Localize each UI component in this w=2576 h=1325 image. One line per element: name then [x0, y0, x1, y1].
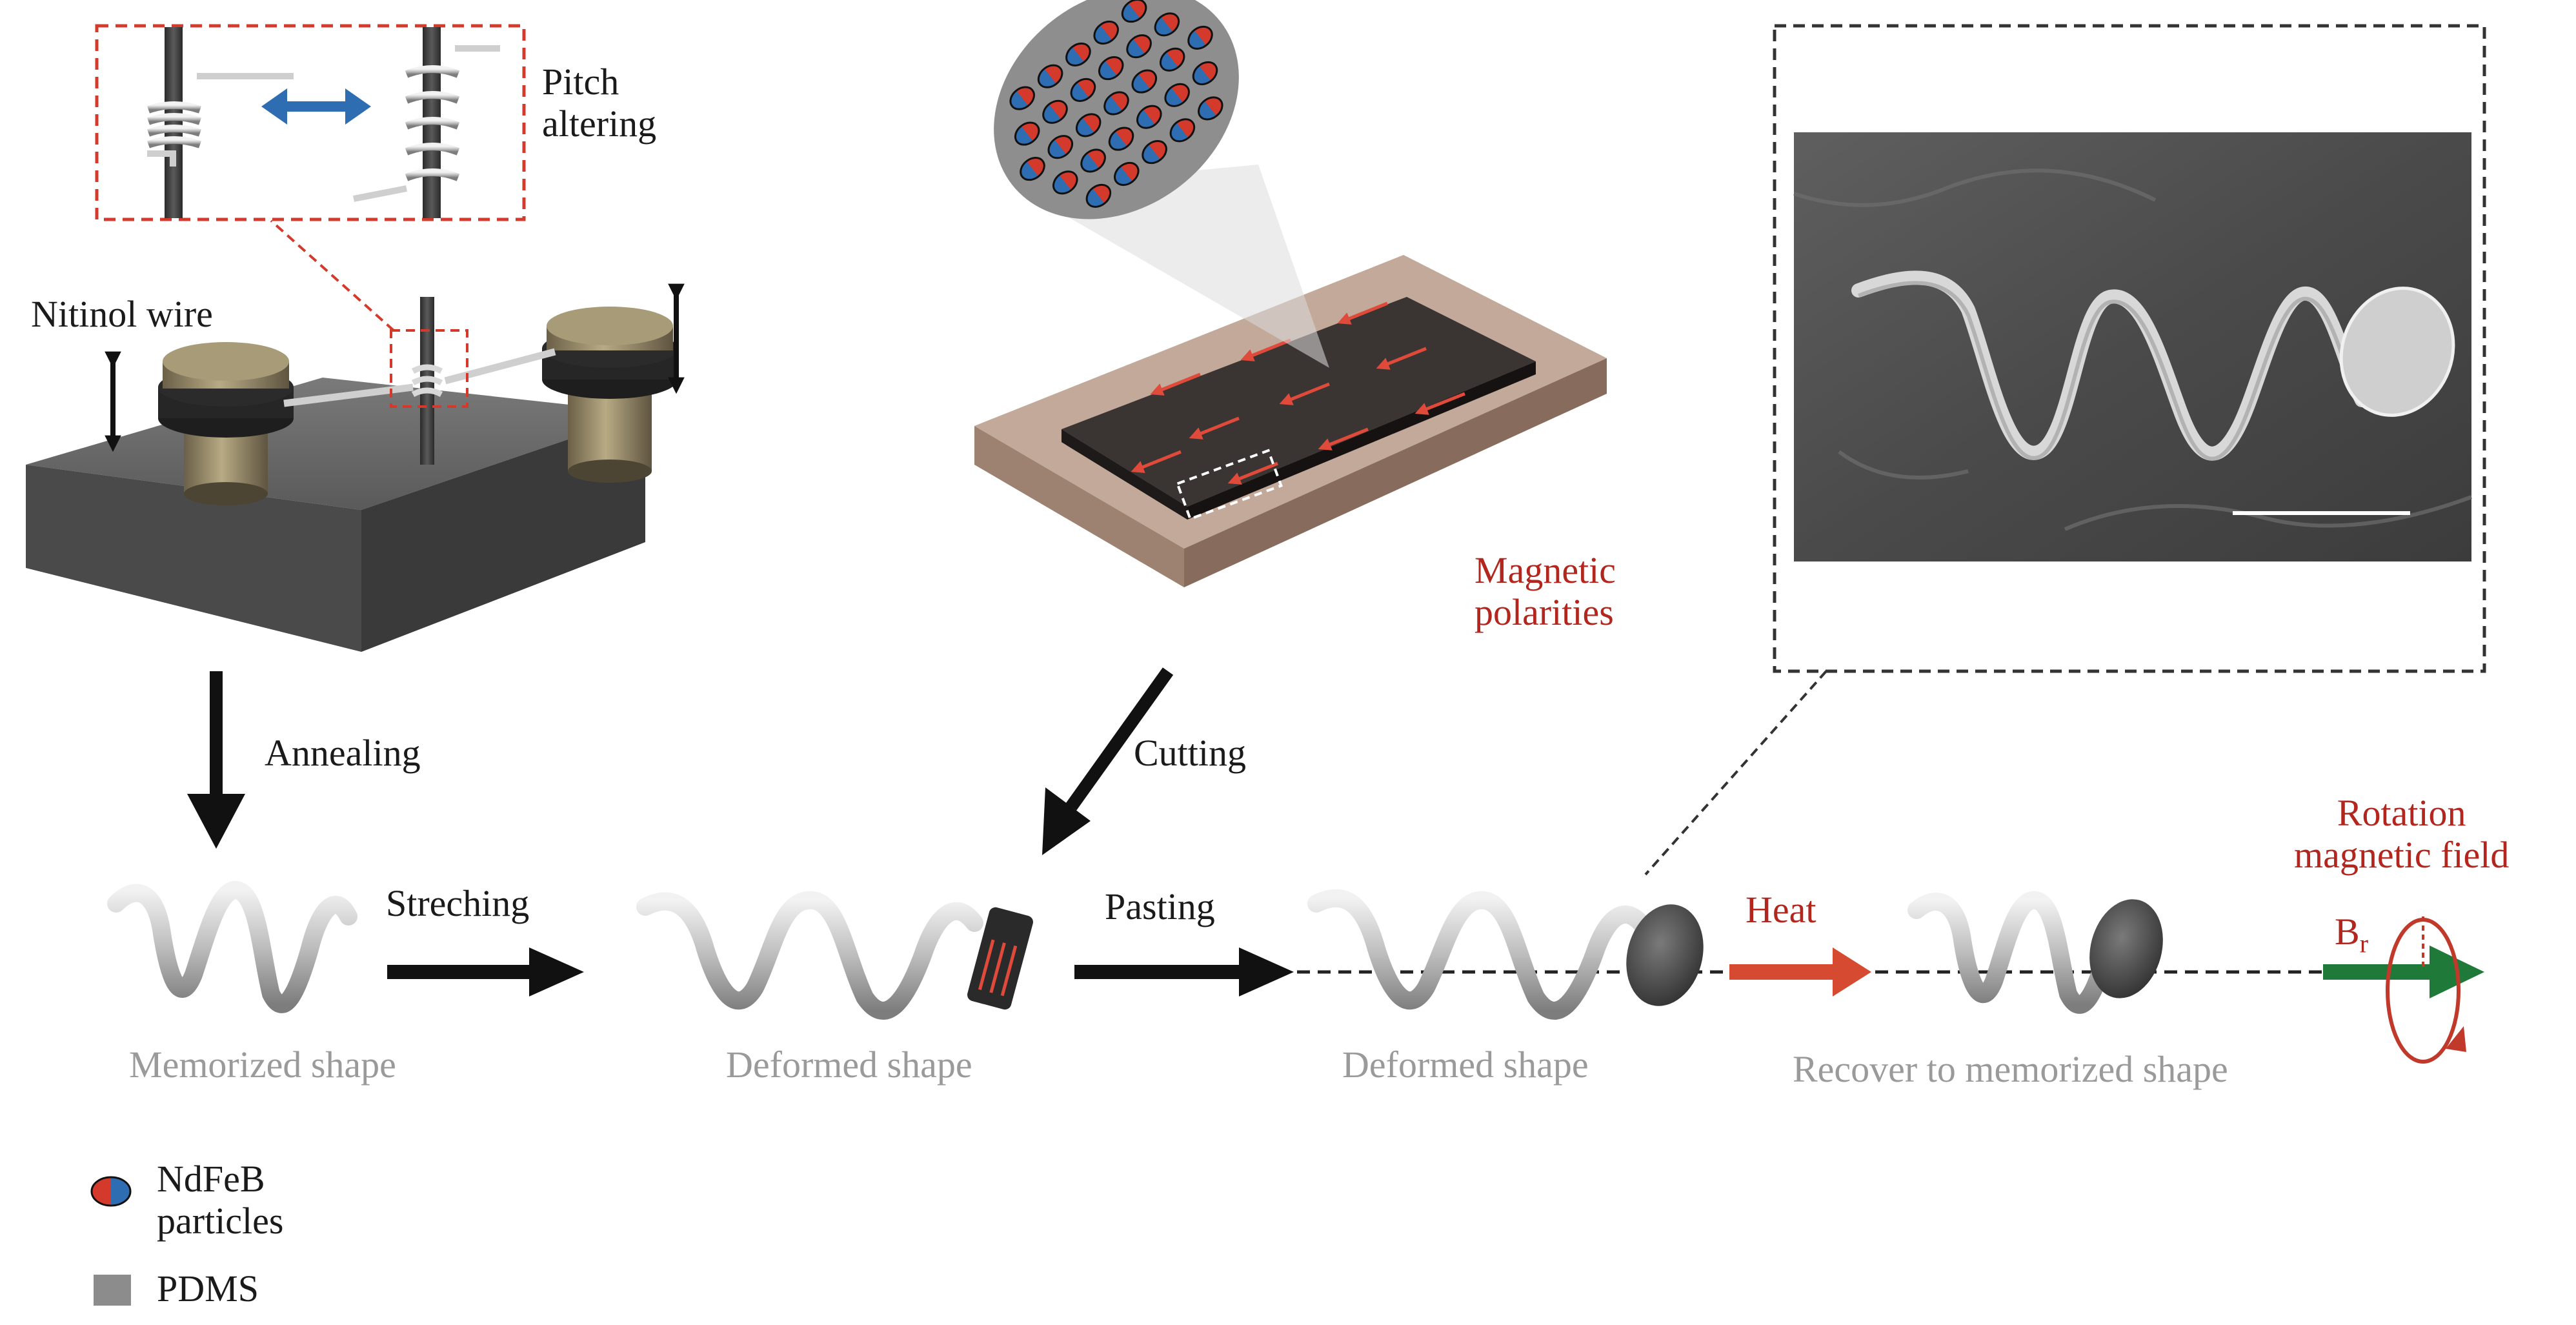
ndfeb-particle — [1047, 135, 1074, 159]
recover-caption: Recover to memorized shape — [1793, 1048, 2228, 1090]
streching-label: Streching — [386, 882, 530, 924]
memorized-caption: Memorized shape — [129, 1044, 396, 1086]
zoom-box-small — [390, 329, 468, 408]
cutting-label: Cutting — [1134, 732, 1247, 774]
pdms-legend-label: PDMS — [157, 1268, 259, 1310]
fixture-coil — [411, 364, 443, 398]
zoom-leader — [270, 219, 395, 332]
ndfeb-line-1: NdFeB — [157, 1158, 265, 1200]
ndfeb-particle — [1169, 118, 1196, 143]
ndfeb-particle — [1042, 99, 1068, 124]
sem-magnetic-head — [2339, 287, 2455, 417]
cut-region-box — [1176, 449, 1283, 521]
heat-label: Heat — [1746, 889, 1816, 931]
ndfeb-particle — [1198, 96, 1223, 121]
magnetization-arrows — [1131, 301, 1465, 485]
sem-panel — [1644, 24, 2486, 876]
deformed-helix-1 — [636, 891, 983, 1020]
rotation-field-label: Rotation magnetic field — [2294, 792, 2510, 876]
pitch-line-1: Pitch — [542, 61, 619, 103]
ndfeb-particle — [1098, 56, 1124, 81]
left-bolt — [158, 342, 294, 505]
ndfeb-particle — [1114, 161, 1140, 187]
annealing-label: Annealing — [265, 732, 421, 774]
ndfeb-particle — [1159, 47, 1185, 72]
pitch-inset-frame — [95, 24, 526, 221]
deformed-caption-2: Deformed shape — [1342, 1044, 1589, 1086]
deformed-caption-1: Deformed shape — [726, 1044, 972, 1086]
cutting-arrow — [1042, 667, 1174, 855]
annealing-fixture — [26, 219, 685, 652]
magnetic-polarities-label: Magnetic polarities — [1474, 549, 1616, 634]
ndfeb-particle — [1154, 12, 1180, 37]
ndfeb-legend-icon — [90, 1176, 132, 1207]
ndfeb-particle — [1108, 126, 1134, 151]
ndfeb-particle — [1142, 140, 1167, 165]
ndfeb-legend-label: NdFeB particles — [157, 1158, 283, 1242]
ndfeb-line-2: particles — [157, 1199, 284, 1242]
ndfeb-particle — [1075, 113, 1102, 137]
pitch-double-arrow — [261, 88, 371, 125]
ndfeb-particle — [1093, 20, 1119, 45]
magnetic-head-strip — [967, 907, 1033, 1010]
ndfeb-particle — [1052, 170, 1078, 195]
ndfeb-particle — [1009, 86, 1035, 110]
recovered-helix — [1907, 891, 2116, 1014]
ndfeb-particle — [1065, 42, 1091, 66]
ndfeb-particle — [1136, 105, 1162, 129]
rotation-loop-icon — [2386, 916, 2466, 1064]
particle-inset — [994, 0, 1239, 219]
rotation-line-1: Rotation — [2337, 792, 2466, 834]
br-base: B — [2335, 911, 2360, 953]
heat-arrow — [1729, 947, 1871, 996]
ndfeb-particle — [1121, 0, 1147, 23]
polarities-line-2: polarities — [1474, 591, 1614, 633]
pasting-arrow — [1074, 947, 1294, 996]
pasting-label: Pasting — [1105, 885, 1215, 927]
ndfeb-particle — [1070, 77, 1096, 102]
annealing-arrow — [187, 671, 245, 849]
ndfeb-particle — [1085, 183, 1112, 208]
ndfeb-particle — [1014, 121, 1040, 146]
ndfeb-particle — [1126, 34, 1152, 59]
ndfeb-particle — [1131, 69, 1158, 94]
deformed-helix-2 — [1307, 889, 1655, 1020]
ndfeb-particle — [1037, 64, 1063, 88]
memorized-helix — [107, 881, 357, 1013]
streching-arrow — [387, 947, 584, 996]
pdms-legend-swatch — [94, 1275, 131, 1306]
br-label: Br — [2335, 911, 2368, 958]
polarities-line-1: Magnetic — [1474, 549, 1616, 591]
sem-leader — [1644, 670, 1827, 876]
pitch-altering-label: Pitch altering — [542, 61, 656, 145]
magnetic-head-2 — [1626, 904, 1704, 1006]
magnetic-sheet — [974, 165, 1607, 587]
ndfeb-particle — [1192, 61, 1218, 86]
particle-grid — [1009, 0, 1223, 208]
nitinol-wire-label: Nitinol wire — [31, 293, 213, 335]
pitch-inset — [95, 24, 526, 221]
br-sub: r — [2359, 929, 2369, 958]
rotation-line-2: magnetic field — [2294, 833, 2510, 876]
ndfeb-particle — [1103, 91, 1129, 116]
right-bolt — [542, 307, 678, 483]
ndfeb-particle — [1164, 83, 1190, 107]
loose-coil — [405, 65, 460, 181]
ndfeb-particle — [1080, 148, 1106, 173]
ndfeb-particle — [1187, 25, 1213, 50]
tight-coil — [147, 101, 201, 148]
pitch-line-2: altering — [542, 102, 657, 145]
ndfeb-particle — [1020, 157, 1045, 181]
magnetic-head-3 — [2089, 899, 2163, 998]
